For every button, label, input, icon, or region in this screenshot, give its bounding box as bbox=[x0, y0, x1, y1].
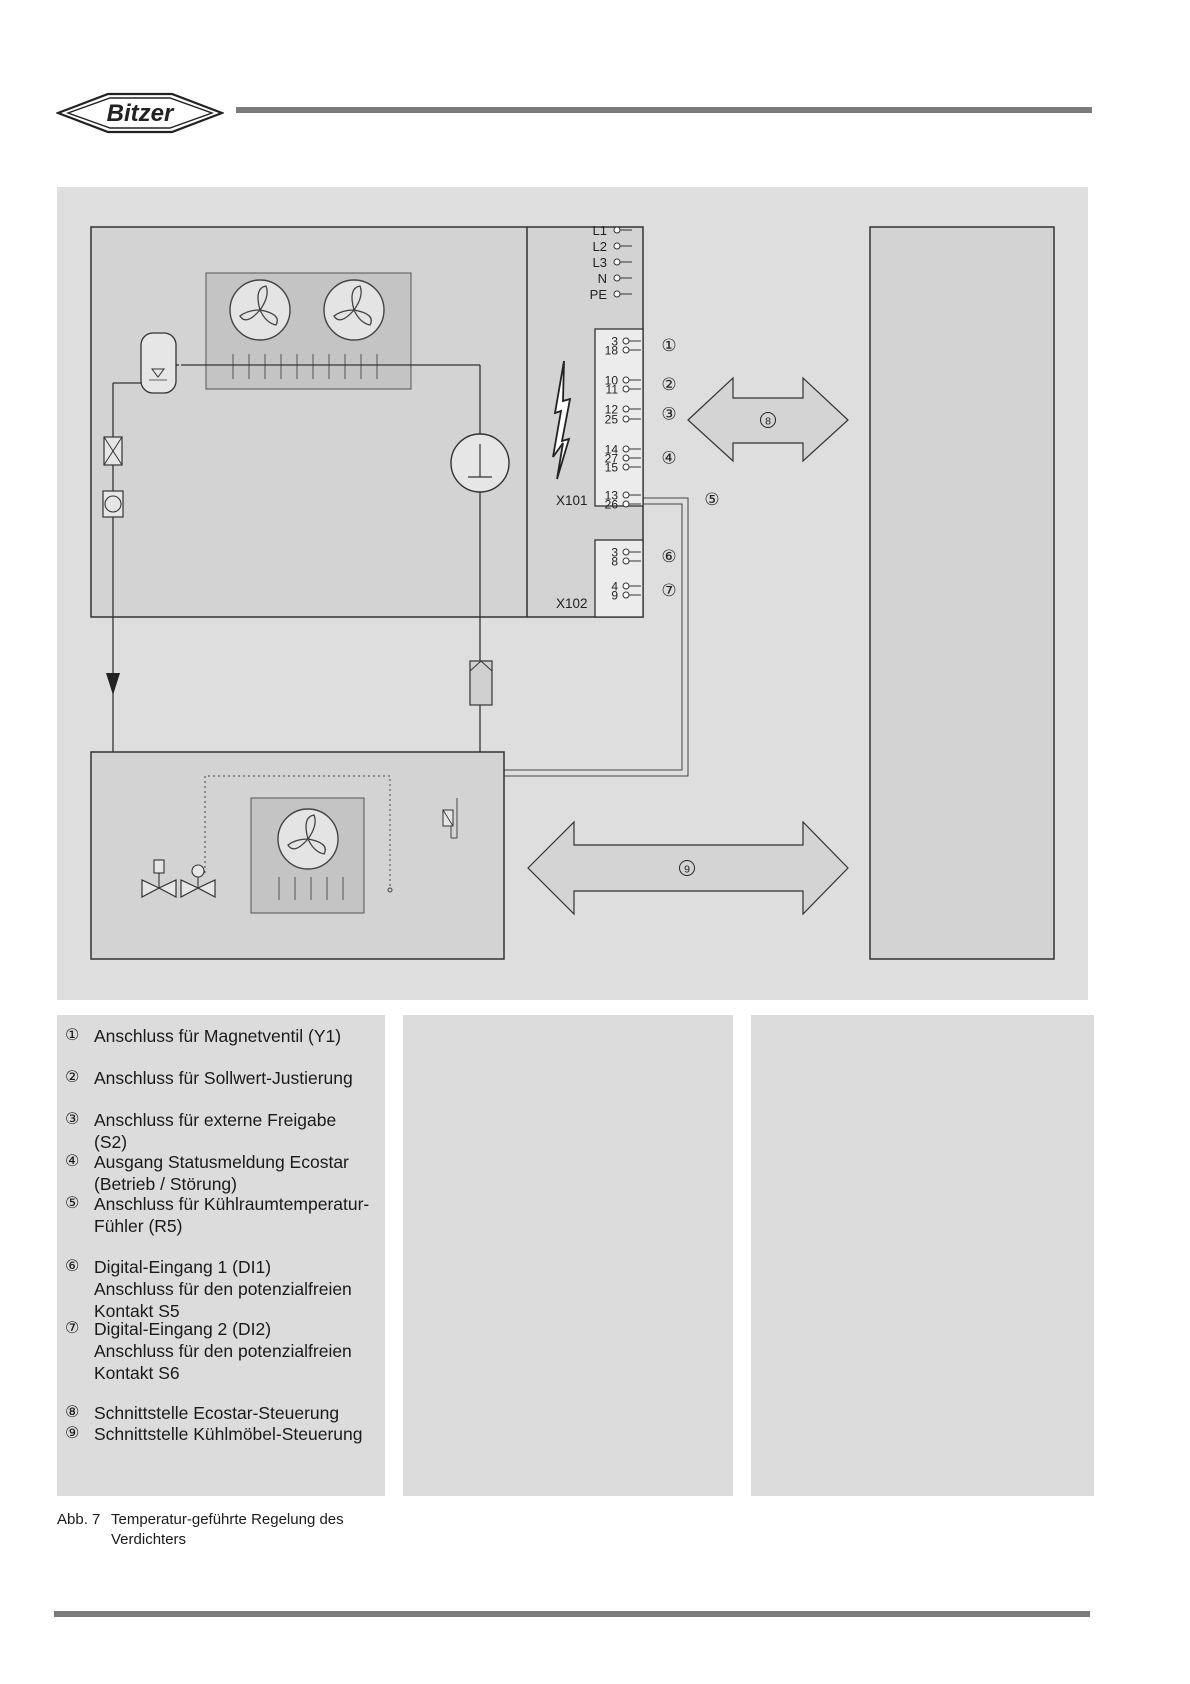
blank-panel-middle bbox=[403, 1015, 733, 1496]
terminal-screw-icon bbox=[613, 242, 621, 250]
terminal-screw-icon bbox=[622, 445, 630, 453]
logo-text: Bitzer bbox=[107, 100, 175, 127]
fan-icon bbox=[323, 279, 385, 341]
terminal-number: 13 bbox=[605, 489, 619, 503]
terminal-number: 14 bbox=[605, 443, 619, 457]
terminal-number: 9 bbox=[611, 589, 618, 603]
terminal-screw-icon bbox=[622, 376, 630, 384]
terminal-screw-icon bbox=[622, 346, 630, 354]
terminal-number: 4 bbox=[611, 580, 618, 594]
terminal-number: 3 bbox=[611, 335, 618, 349]
terminal-screw-icon bbox=[622, 582, 630, 590]
blank-panel-right bbox=[751, 1015, 1094, 1496]
terminal-marker: ③ bbox=[661, 405, 676, 424]
power-terminal-label: PE bbox=[590, 287, 608, 302]
evaporator-fan-icon bbox=[277, 808, 339, 870]
terminal-screw-icon bbox=[613, 274, 621, 282]
x102-label: X102 bbox=[556, 596, 588, 611]
x101-label: X101 bbox=[556, 493, 588, 508]
legend-number: ⑨ bbox=[65, 1425, 80, 1442]
terminal-screw-icon bbox=[622, 405, 630, 413]
terminal-number: 25 bbox=[605, 413, 619, 427]
terminal-screw-icon bbox=[622, 591, 630, 599]
terminal-number: 12 bbox=[605, 403, 619, 417]
power-terminal-label: L2 bbox=[593, 239, 607, 254]
receiver bbox=[140, 332, 177, 394]
terminal-number: 26 bbox=[605, 498, 619, 512]
voltage-warning-icon bbox=[552, 360, 572, 480]
legend-text: Schnittstelle Ecostar-Steuerung bbox=[94, 1403, 340, 1423]
bitzer-logo: Bitzer bbox=[56, 92, 224, 134]
legend-text: Anschluss für Kühlraumtemperatur- Fühler… bbox=[94, 1194, 370, 1236]
legend-number: ⑥ bbox=[65, 1258, 80, 1275]
terminal-marker: ⑤ bbox=[704, 490, 719, 509]
terminal-marker: ④ bbox=[661, 449, 676, 468]
terminal-marker: ⑦ bbox=[661, 581, 676, 600]
arrow-upper-digit: 8 bbox=[765, 416, 771, 428]
terminal-marker: ⑥ bbox=[661, 547, 676, 566]
terminal-screw-icon bbox=[613, 290, 621, 298]
terminal-screw-icon bbox=[622, 415, 630, 423]
legend-number: ⑤ bbox=[65, 1195, 80, 1212]
terminal-number: 3 bbox=[611, 546, 618, 560]
fan-icon bbox=[229, 279, 291, 341]
terminal-screw-icon bbox=[622, 337, 630, 345]
x102-terminal-block bbox=[594, 539, 644, 618]
suction-filter-icon bbox=[469, 660, 493, 706]
sight-glass-icon bbox=[102, 490, 124, 518]
terminal-screw-icon bbox=[622, 491, 630, 499]
terminal-number: 18 bbox=[605, 344, 619, 358]
terminal-screw-icon bbox=[622, 557, 630, 565]
legend-number: ② bbox=[65, 1069, 80, 1086]
caption-label: Abb. 7 bbox=[57, 1511, 101, 1528]
legend-text: Anschluss für Sollwert-Justierung bbox=[94, 1068, 353, 1088]
legend-text: Ausgang Statusmeldung Ecostar (Betrieb /… bbox=[94, 1152, 349, 1194]
terminal-screw-icon bbox=[622, 463, 630, 471]
terminal-number: 15 bbox=[605, 461, 619, 475]
terminal-screw-icon bbox=[613, 258, 621, 266]
legend-number: ③ bbox=[65, 1111, 80, 1128]
terminal-marker: ② bbox=[661, 375, 676, 394]
terminal-marker: ① bbox=[661, 336, 676, 355]
legend-text: Schnittstelle Kühlmöbel-Steuerung bbox=[94, 1424, 363, 1444]
legend-number: ⑦ bbox=[65, 1320, 80, 1337]
arrow-lower-digit: 9 bbox=[684, 864, 690, 876]
legend-panel: ① Anschluss für Magnetventil (Y1) ② Anschlu… bbox=[57, 1015, 385, 1496]
terminal-number: 8 bbox=[611, 555, 618, 569]
header-rule bbox=[236, 107, 1092, 113]
terminal-screw-icon bbox=[622, 385, 630, 393]
interface-arrow-upper bbox=[687, 376, 849, 463]
legend-text: Anschluss für externe Freigabe (S2) bbox=[94, 1110, 337, 1152]
legend-number: ① bbox=[65, 1027, 80, 1044]
flow-arrow-icon bbox=[106, 673, 120, 695]
terminal-number: 10 bbox=[605, 374, 619, 388]
compressor-icon bbox=[450, 433, 510, 493]
solenoid-valve-icon bbox=[141, 859, 177, 898]
caption-text: Temperatur-geführte Regelung des Verdich… bbox=[111, 1511, 344, 1548]
legend-number: ⑧ bbox=[65, 1404, 80, 1421]
filter-drier-icon bbox=[103, 436, 123, 466]
terminal-screw-icon bbox=[622, 454, 630, 462]
terminal-number: 11 bbox=[606, 383, 619, 397]
expansion-valve-icon bbox=[180, 864, 216, 898]
legend-number: ④ bbox=[65, 1153, 80, 1170]
legend-text: Digital-Eingang 2 (DI2) Anschluss für de… bbox=[94, 1319, 352, 1383]
power-terminal-label: L1 bbox=[593, 223, 607, 238]
terminal-screw-icon bbox=[613, 226, 621, 234]
terminal-number: 27 bbox=[605, 452, 619, 466]
x101-terminal-block bbox=[594, 328, 644, 507]
legend-text: Digital-Eingang 1 (DI1) Anschluss für de… bbox=[94, 1257, 352, 1321]
legend-text: Anschluss für Magnetventil (Y1) bbox=[94, 1026, 342, 1046]
power-terminal-label: N bbox=[598, 271, 607, 286]
power-terminal-label: L3 bbox=[593, 255, 607, 270]
footer-rule bbox=[54, 1611, 1090, 1617]
interface-arrow-lower bbox=[527, 820, 849, 916]
terminal-screw-icon bbox=[622, 548, 630, 556]
terminal-screw-icon bbox=[622, 500, 630, 508]
controller-panel bbox=[869, 226, 1055, 960]
